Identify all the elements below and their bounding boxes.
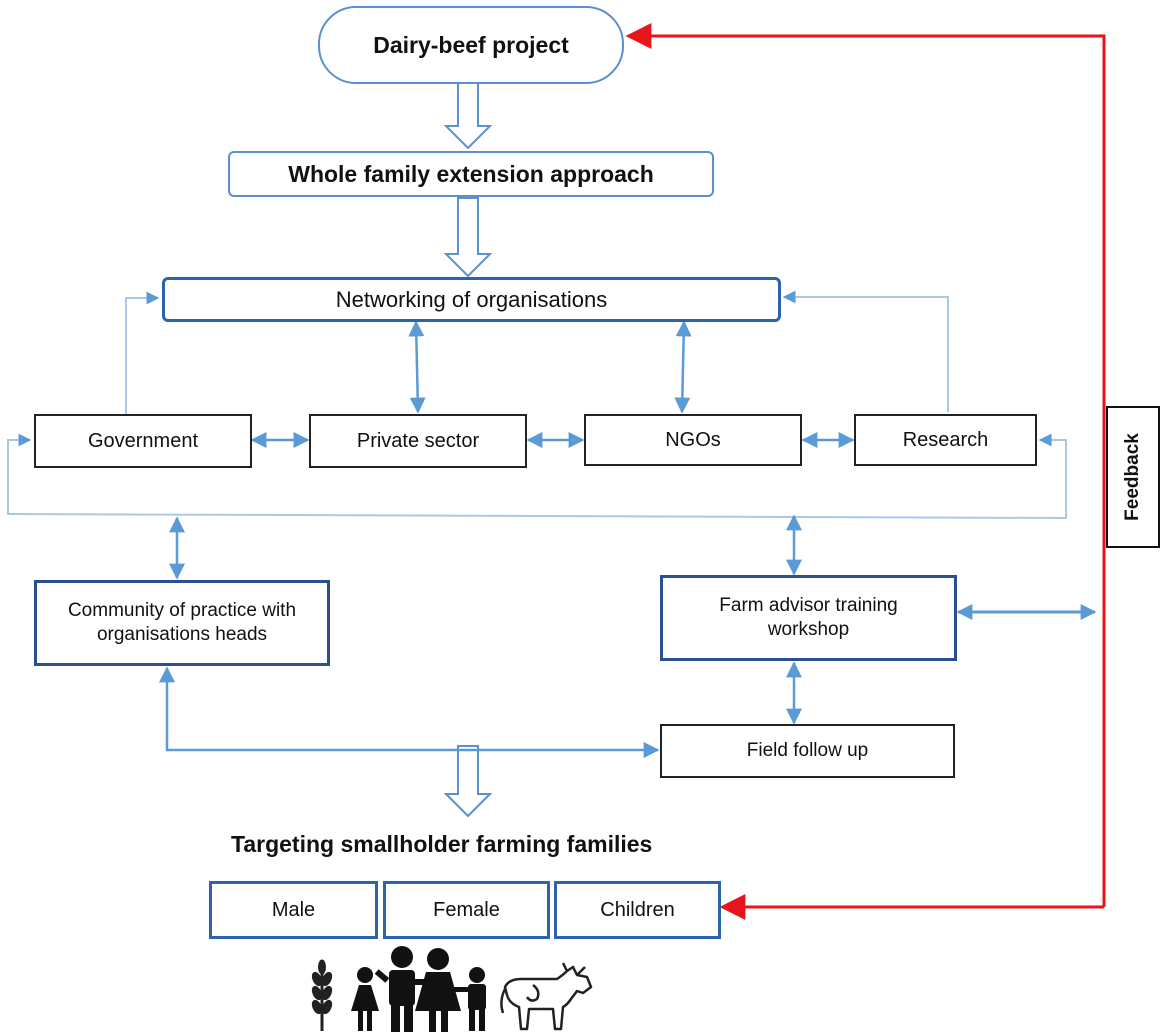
node-networking-organisations: Networking of organisations <box>162 277 781 322</box>
node-feedback: Feedback <box>1106 406 1160 548</box>
bracket-left <box>7 433 32 515</box>
node-community-of-practice: Community of practice with organisations… <box>34 580 330 666</box>
arrow-network-private <box>408 320 426 414</box>
node-field-follow-up: Field follow up <box>660 724 955 778</box>
node-ngos: NGOs <box>584 414 802 466</box>
node-male: Male <box>209 881 378 939</box>
arrow-network-ngos <box>674 320 692 414</box>
feedback-label: Feedback <box>1122 433 1143 521</box>
node-private-sector: Private sector <box>309 414 527 468</box>
node-farm-advisor-workshop: Farm advisor training workshop <box>660 575 957 661</box>
family-pictograms <box>311 946 593 1032</box>
loop-government-to-network <box>125 291 160 414</box>
node-research: Research <box>854 414 1037 466</box>
node-children: Children <box>554 881 721 939</box>
feedback-arrow-to-project <box>625 23 1106 907</box>
node-dairy-beef-project: Dairy-beef project <box>318 6 624 84</box>
bracket-right <box>7 433 1067 520</box>
node-government: Government <box>34 414 252 468</box>
node-female: Female <box>383 881 550 939</box>
arrow-community-field <box>159 666 660 758</box>
loop-research-to-network <box>782 290 949 412</box>
node-whole-family-approach: Whole family extension approach <box>228 151 714 197</box>
block-arrow-to-targeting <box>443 745 493 818</box>
wheat-icon <box>311 959 333 1031</box>
cow-icon <box>500 962 593 1031</box>
block-arrow-approach-to-network <box>443 197 493 278</box>
family-icon <box>351 946 486 1032</box>
targeting-heading: Targeting smallholder farming families <box>231 831 653 857</box>
block-arrow-project-to-approach <box>443 82 493 150</box>
